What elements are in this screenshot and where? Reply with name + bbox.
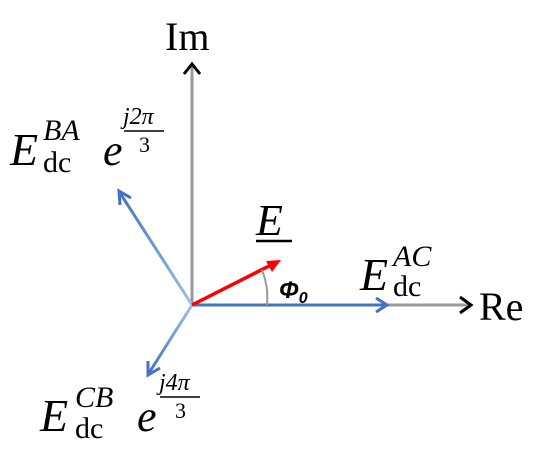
imaginary-axis <box>182 61 202 305</box>
phasor-ba-arrowhead <box>117 188 132 206</box>
label-phi0: Φ0 <box>279 277 308 307</box>
svg-text:j4π: j4π <box>156 370 191 396</box>
svg-text:BA: BA <box>43 114 80 147</box>
svg-text:dc: dc <box>43 146 71 179</box>
label-e-dc-ba: E BA dc e j2π 3 <box>9 104 164 179</box>
svg-text:3: 3 <box>175 398 186 423</box>
phasor-ac-arrowhead <box>375 296 390 314</box>
svg-text:e: e <box>137 392 157 441</box>
label-e-dc-ac: E AC dc <box>359 240 432 303</box>
phasor-ac <box>192 296 390 314</box>
phasor-e-arrowhead <box>266 260 281 272</box>
phasor-cb-arrowhead <box>146 361 161 378</box>
svg-text:e: e <box>103 126 123 175</box>
svg-text:E: E <box>359 249 388 300</box>
svg-text:AC: AC <box>391 240 432 273</box>
svg-text:CB: CB <box>75 381 113 414</box>
real-axis-arrowhead <box>459 295 474 315</box>
label-e-dc-cb: E CB dc e j4π 3 <box>39 370 200 445</box>
imaginary-axis-label: Im <box>165 14 209 59</box>
phasor-e <box>191 260 281 307</box>
svg-text:dc: dc <box>75 412 103 445</box>
svg-text:E: E <box>255 196 283 245</box>
real-axis-label: Re <box>479 284 523 329</box>
svg-text:E: E <box>39 390 68 441</box>
imaginary-axis-arrowhead <box>182 61 202 75</box>
svg-text:j2π: j2π <box>120 104 155 130</box>
phasor-cb <box>146 304 194 378</box>
svg-text:dc: dc <box>393 270 421 303</box>
label-e: E <box>255 196 292 245</box>
svg-text:3: 3 <box>139 132 150 157</box>
angle-arc <box>261 269 269 306</box>
phasor-ba <box>117 188 194 306</box>
svg-text:E: E <box>9 124 38 175</box>
